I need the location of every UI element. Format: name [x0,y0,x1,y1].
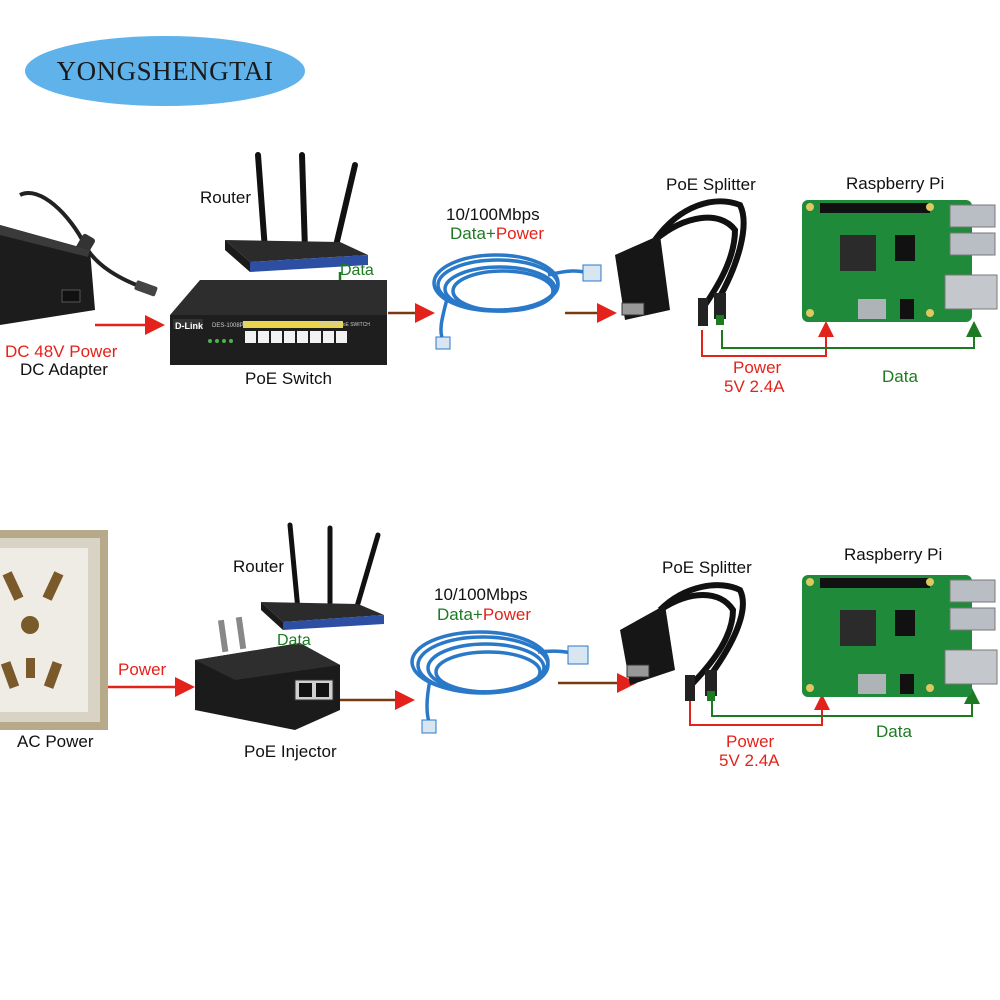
raspberry-pi-icon [802,200,998,322]
ethernet-cable-icon-bottom [410,630,589,734]
switch-model-label: DES-1008PA [212,323,248,329]
splitter-data-line-bottom [711,688,980,717]
adapter-label: DC Adapter [20,360,108,379]
out-power-spec-bottom: 5V 2.4A [719,751,780,770]
poe-injector-icon [195,616,340,730]
router-data-label-bottom: Data [277,632,311,649]
brand-logo: YONGSHENGTAI [25,36,305,106]
out-data-label: Data [882,367,918,386]
ac-to-injector-power-label: Power [118,660,167,679]
switch-note-label: DIGIBIT PoE SWITCH [320,322,370,328]
switch-label: PoE Switch [245,369,332,388]
cable-power-text-bottom: Power [482,605,532,624]
router-icon [225,152,368,272]
splitter-data-line [721,321,982,349]
cable-speed-label-bottom: 10/100Mbps [434,585,528,604]
brand-name: YONGSHENGTAI [56,55,274,86]
pi-label-bottom: Raspberry Pi [844,545,943,564]
out-data-label-bottom: Data [876,722,912,741]
cable-data-power-label: Data+Power [450,224,544,244]
cable-speed-label: 10/100Mbps [446,205,540,224]
adapter-power-label: DC 48V Power [5,342,118,361]
poe-splitter-icon-bottom [620,582,746,701]
pi-label: Raspberry Pi [846,174,945,193]
raspberry-pi-icon-bottom [802,575,998,697]
injector-label: PoE Injector [244,742,337,761]
router-label: Router [200,188,252,207]
router-label-bottom: Router [233,557,285,576]
switch-brand-label: D-Link [175,321,203,331]
out-power-label: Power [733,358,782,377]
cable-data-text-bottom: Data+ [437,605,483,624]
router-icon-bottom [261,522,384,630]
ethernet-cable-icon [432,253,602,350]
poe-switch-icon [170,280,387,365]
ac-power-label: AC Power [17,732,94,751]
splitter-label: PoE Splitter [666,175,756,194]
cable-power-text: Power [495,224,545,243]
router-data-label: Data [340,262,374,279]
poe-splitter-icon [615,198,747,326]
out-power-label-bottom: Power [726,732,775,751]
wall-socket-icon [0,530,108,730]
splitter-label-bottom: PoE Splitter [662,558,752,577]
splitter-power-line-bottom [689,694,830,726]
dc-adapter-icon [0,191,158,325]
cable-data-power-label-bottom: Data+Power [437,605,531,625]
out-power-spec: 5V 2.4A [724,377,785,396]
splitter-power-line [701,321,834,357]
cable-data-text: Data+ [450,224,496,243]
